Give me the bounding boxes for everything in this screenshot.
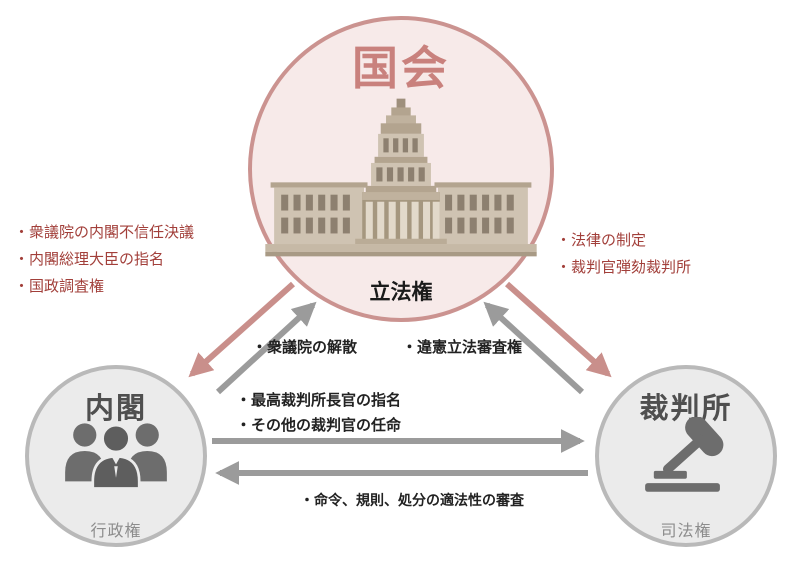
diet-power-label: 立法権 bbox=[369, 280, 433, 304]
arrow-court-to-diet bbox=[483, 301, 585, 395]
label-diet-to-cabinet: ・衆議院の内閣不信任決議 ・内閣総理大臣の指名 ・国政調査権 bbox=[14, 219, 194, 300]
diet-building-icon bbox=[265, 98, 537, 257]
label-lawmaking: ・法律の制定 bbox=[556, 231, 647, 249]
label-impeachment-court: ・裁判官弾劾裁判所 bbox=[556, 258, 692, 276]
cabinet-node: 内閣 行政権 bbox=[25, 365, 207, 547]
label-judicial-review: ・違憲立法審査権 bbox=[402, 338, 523, 356]
court-power-label: 司法権 bbox=[660, 521, 712, 540]
diet-node: 国会 bbox=[248, 16, 554, 322]
diet-title: 国会 bbox=[352, 41, 450, 95]
cabinet-title: 内閣 bbox=[84, 391, 147, 425]
arrow-diet-to-court bbox=[505, 281, 612, 378]
label-pm-designation: ・内閣総理大臣の指名 bbox=[14, 250, 165, 268]
label-other-judges-appointment: ・その他の裁判官の任命 bbox=[236, 416, 402, 434]
cabinet-power-label: 行政権 bbox=[90, 521, 142, 540]
arrow-diet-to-cabinet bbox=[188, 281, 295, 378]
label-chief-justice-designation: ・最高裁判所長官の指名 bbox=[236, 391, 402, 409]
cabinet-people-icon bbox=[65, 423, 167, 490]
label-dissolution: ・衆議院の解散 bbox=[252, 338, 358, 356]
court-title: 裁判所 bbox=[639, 391, 733, 425]
court-node: 裁判所 司法権 bbox=[595, 365, 777, 547]
court-gavel-icon bbox=[645, 417, 724, 492]
label-diet-to-court: ・法律の制定 ・裁判官弾劾裁判所 bbox=[556, 227, 691, 281]
label-investigation-power: ・国政調査権 bbox=[14, 277, 105, 295]
label-legality-review: ・命令、規則、処分の適法性の審査 bbox=[300, 493, 524, 509]
label-judge-appointment: ・最高裁判所長官の指名 ・その他の裁判官の任命 bbox=[236, 388, 401, 438]
arrow-cabinet-to-diet bbox=[215, 301, 317, 395]
label-no-confidence: ・衆議院の内閣不信任決議 bbox=[14, 223, 195, 241]
